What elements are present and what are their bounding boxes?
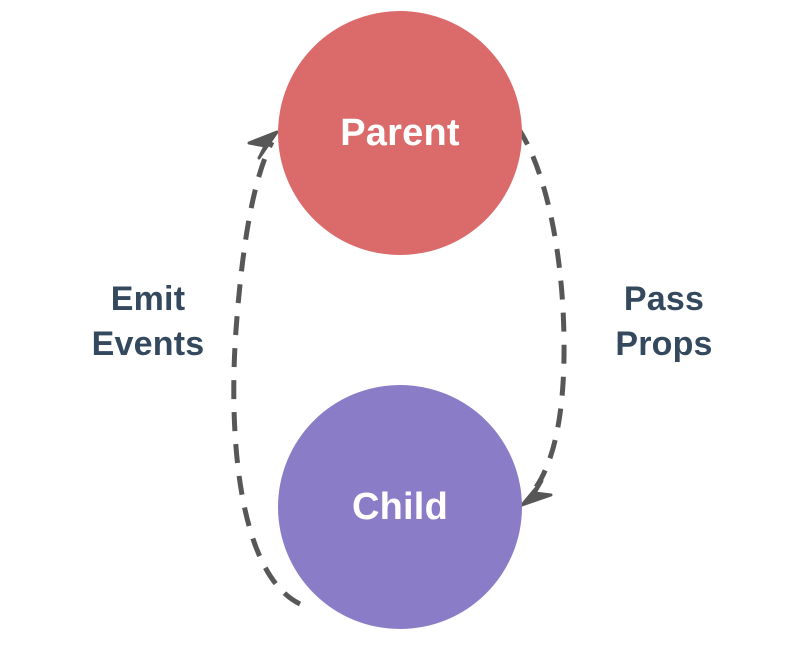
node-parent[interactable]: Parent <box>278 11 522 255</box>
pass-props-dashed-path <box>515 126 567 497</box>
child-label: Child <box>352 486 448 528</box>
parent-circle[interactable] <box>278 11 522 255</box>
pass-props-label: Pass Props <box>615 280 712 363</box>
pass-props-label-line1: Pass <box>624 280 704 318</box>
emit-events-label-line2: Events <box>92 325 205 363</box>
edge-emit-events <box>231 130 302 607</box>
emit-events-label: Emit Events <box>92 280 205 363</box>
emit-events-arrowhead-icon <box>247 130 279 160</box>
pass-props-label-line2: Props <box>615 325 712 363</box>
emit-events-dashed-path <box>231 140 302 607</box>
child-circle[interactable] <box>278 385 522 629</box>
emit-events-label-line1: Emit <box>111 280 185 318</box>
parent-label: Parent <box>340 112 460 154</box>
pass-props-arrowhead-icon <box>520 479 553 507</box>
edge-pass-props <box>515 126 567 507</box>
node-child[interactable]: Child <box>278 385 522 629</box>
